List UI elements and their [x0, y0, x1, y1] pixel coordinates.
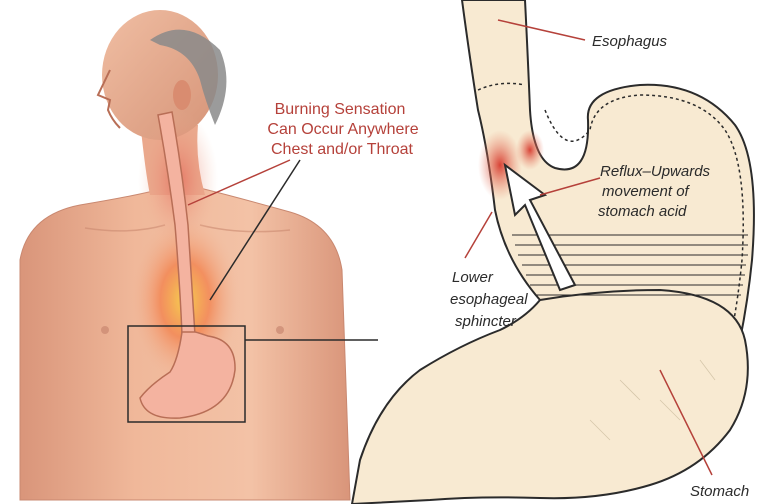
esophagus-label: Esophagus: [592, 33, 668, 50]
les-pointer: [465, 212, 492, 258]
burning-callout-line1: Burning Sensation: [275, 101, 406, 118]
enlarged-stomach-diagram: [352, 0, 754, 504]
ear: [173, 80, 191, 110]
human-figure: [20, 10, 378, 500]
burning-callout-line3: Chest and/or Throat: [271, 141, 414, 158]
reflux-label-line2: movement of: [602, 183, 691, 200]
les-label-line1: Lower: [452, 269, 494, 286]
reflux-label-line3: stomach acid: [598, 203, 687, 220]
chest-mark-left: [101, 326, 109, 334]
reflux-label-line1: Reflux–Upwards: [600, 163, 711, 180]
burning-callout-line2: Can Occur Anywhere: [267, 121, 418, 138]
les-label-line2: esophageal: [450, 291, 528, 308]
les-label-line3: sphincter: [455, 313, 517, 330]
reflux-inflammation-2: [516, 130, 544, 170]
chest-mark-right: [276, 326, 284, 334]
stomach-body: [352, 290, 748, 504]
stomach-label: Stomach: [690, 483, 749, 500]
